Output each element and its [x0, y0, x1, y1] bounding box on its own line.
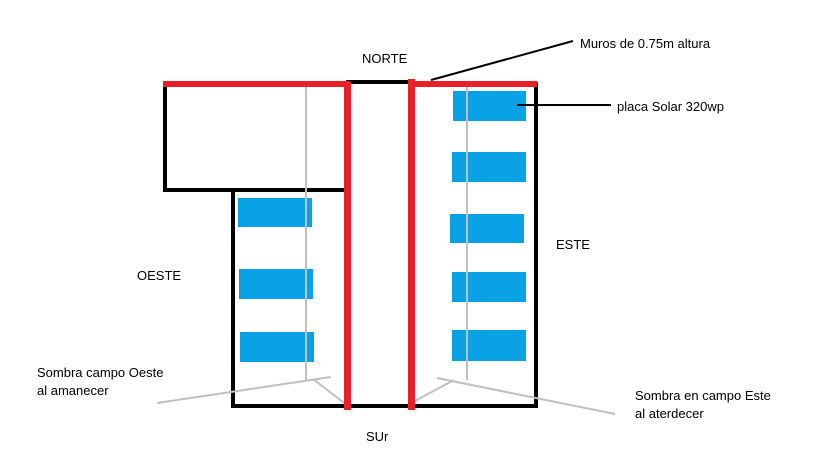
shadow-line-east-diagonal	[436, 377, 616, 415]
solar-panel-east-2	[452, 152, 526, 182]
upper-west-block	[163, 82, 350, 192]
east-shadow-note: Sombra en campo Este al aterdecer	[635, 387, 771, 423]
walls	[163, 79, 537, 410]
solar-panels	[238, 91, 526, 362]
solar-panel-west-2	[239, 269, 313, 299]
north-label: NORTE	[362, 51, 408, 66]
east-shadow-note-line-2: al aterdecer	[635, 406, 704, 421]
west-shadow-note: Sombra campo Oeste al amanecer	[37, 364, 163, 400]
solar-panel-west-3	[240, 332, 314, 362]
solar-panel-east-5	[452, 330, 526, 361]
south-label: SUr	[366, 429, 389, 444]
wall-east-of-corridor	[408, 79, 415, 410]
shadow-line-west-to-wall	[312, 378, 349, 407]
west-shadow-note-line-1: Sombra campo Oeste	[37, 365, 164, 380]
walls-pointer-line	[430, 40, 574, 81]
east-label: ESTE	[556, 237, 590, 252]
wall-west-of-corridor	[344, 82, 351, 410]
shadow-line-east-to-wall	[412, 379, 455, 403]
solar-panel-east-4	[452, 272, 526, 302]
east-shadow-note-line-1: Sombra en campo Este	[635, 388, 771, 403]
solar-panel-west-1	[238, 198, 312, 227]
west-label: OESTE	[137, 268, 182, 283]
central-corridor-outline	[346, 80, 415, 408]
callout-lines	[430, 40, 611, 106]
wall-north-east	[410, 81, 537, 87]
shadow-lines	[156, 86, 616, 415]
west-shadow-note-line-2: al amanecer	[37, 383, 109, 398]
shadow-line-west-diagonal	[156, 376, 332, 404]
solar-panel-east-1	[453, 91, 526, 121]
solar-panel-callout-label: placa Solar 320wp	[617, 99, 724, 114]
solar-panel-east-3	[450, 214, 524, 243]
wall-north-west	[163, 81, 350, 87]
walls-callout-label: Muros de 0.75m altura	[580, 36, 711, 51]
